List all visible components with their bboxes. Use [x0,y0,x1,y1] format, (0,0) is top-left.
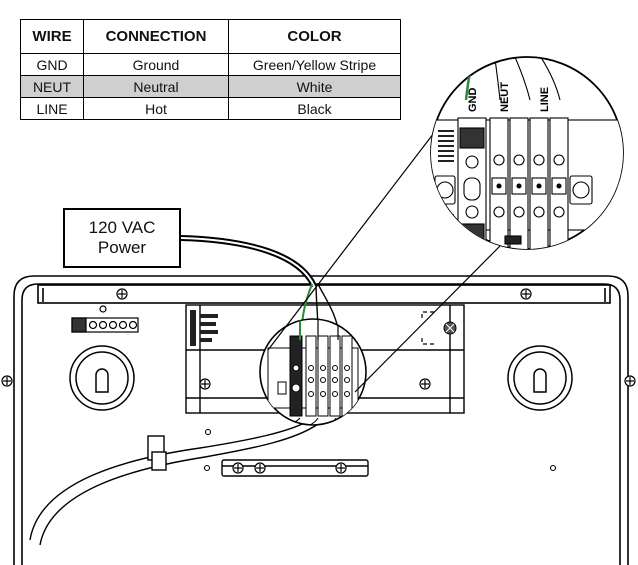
cell-color: White [228,75,401,98]
output-cable [29,419,319,546]
terminal-label-gnd: GND [467,88,479,113]
ground-stud [443,321,457,335]
terminal-strip [71,317,139,333]
table-row: NEUT Neutral White [20,75,401,98]
enclosure [13,275,629,565]
header-wire: WIRE [20,19,84,54]
cell-connection: Ground [83,53,229,76]
power-label-line2: Power [97,238,147,257]
header-color: COLOR [228,19,401,54]
cell-wire: NEUT [20,75,84,98]
cell-wire: LINE [20,97,84,120]
table-row: LINE Hot Black [20,97,401,120]
power-source-label: 120 VAC Power [63,208,181,268]
power-label-line1: 120 VAC [88,218,156,237]
terminal-label-line: LINE [539,87,551,112]
plate-corner-marks [421,311,436,345]
header-connection: CONNECTION [83,19,229,54]
terminal-block-closeup-large: GND NEUT LINE [430,56,624,250]
cell-wire: GND [20,53,84,76]
cell-connection: Hot [83,97,229,120]
table-row: GND Ground Green/Yellow Stripe [20,53,401,76]
keyhole-mount-left [69,345,135,411]
magnifier-leader-lines [267,124,501,393]
plate-screw [199,378,431,390]
plate-label-block [190,310,218,346]
small-hole [203,428,557,472]
cell-connection: Neutral [83,75,229,98]
rail-screw [116,288,532,300]
side-screw [1,375,636,387]
power-cable [180,235,317,288]
cable-clamp [147,435,167,471]
cell-color: Black [228,97,401,120]
wiring-table: WIRE CONNECTION COLOR GND Ground Green/Y… [20,19,401,120]
terminal-block-closeup-small [259,318,367,426]
terminal-label-neut: NEUT [499,82,511,112]
cell-color: Green/Yellow Stripe [228,53,401,76]
bracket-screw [232,462,347,474]
keyhole-mount-right [507,345,573,411]
